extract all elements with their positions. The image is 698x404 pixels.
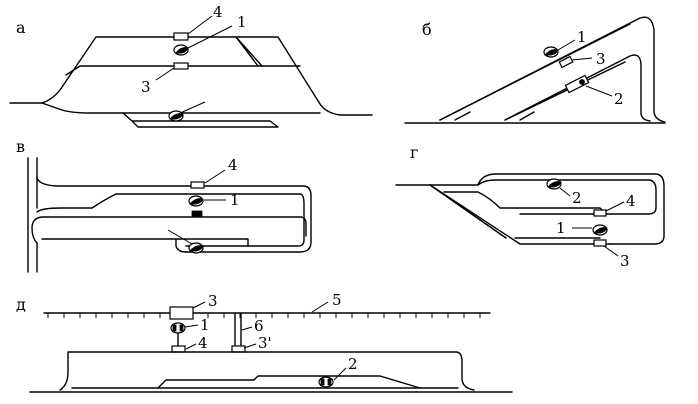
panel-g-label-2: 2	[572, 189, 582, 207]
panel-b-device-2	[564, 74, 590, 94]
panel-a-letter: а	[16, 18, 26, 37]
panel-g-label-1: 1	[556, 219, 566, 237]
panel-v-label-1: 1	[230, 191, 240, 209]
panel-b-track-upper-inner	[454, 111, 471, 121]
panel-b-letter: б	[422, 20, 432, 39]
panel-b-label-3: 3	[596, 50, 606, 68]
panel-d-device-3	[169, 306, 194, 320]
panel-b-track-lower	[504, 54, 651, 122]
panel-a: а 4 1 3	[9, 3, 373, 128]
panel-g-upper-track	[429, 173, 665, 245]
panel-b-track-upper	[439, 16, 666, 123]
panel-a-label-4: 4	[213, 3, 223, 21]
panel-a-device-4	[173, 32, 189, 41]
panel-d-label-3prime: 3'	[258, 334, 272, 352]
panel-d-label-3: 3	[208, 292, 218, 310]
panel-v-label-4: 4	[228, 156, 238, 174]
panel-v: в 4 1	[16, 137, 312, 273]
panel-a-siding	[122, 112, 279, 128]
panel-d-label-4: 4	[198, 334, 208, 352]
panel-g-label-4: 4	[626, 192, 636, 210]
panel-d-device-4	[171, 345, 186, 353]
panel-d: д 3 1 4 6 3' 5	[16, 291, 513, 393]
panel-d-label-6: 6	[254, 317, 264, 335]
panel-d-label-1: 1	[200, 316, 210, 334]
panel-a-inner-track	[41, 102, 321, 114]
panel-v-upper-loop	[36, 177, 312, 253]
panel-a-label-1: 1	[237, 13, 247, 31]
panel-v-letter: в	[16, 137, 25, 156]
panel-a-main-track	[9, 36, 373, 116]
panel-g-letter: г	[410, 143, 418, 162]
panel-g-device-4	[593, 209, 607, 217]
panel-d-device-3prime	[231, 345, 246, 353]
panel-b-label-2: 2	[614, 90, 624, 108]
panel-a-device-3	[173, 62, 189, 70]
panel-g-label-3: 3	[620, 252, 630, 270]
panel-d-letter: д	[16, 295, 26, 314]
panel-b-label-1: 1	[577, 28, 587, 46]
panel-b-device-3	[558, 55, 574, 69]
panel-b: б 1 3 2	[404, 16, 666, 124]
panel-g: г 2 4 1 3	[395, 143, 665, 270]
panel-d-label-2: 2	[348, 355, 358, 373]
panel-v-lower-loop	[31, 216, 307, 244]
panel-a-middle-track	[65, 65, 301, 76]
panel-a-label-3: 3	[141, 78, 151, 96]
panel-d-station-track	[59, 351, 475, 391]
panel-g-device-3	[593, 239, 607, 247]
panel-v-device-4	[190, 181, 205, 189]
panel-d-label-5: 5	[332, 291, 342, 309]
panel-g-lower-track	[429, 184, 611, 245]
